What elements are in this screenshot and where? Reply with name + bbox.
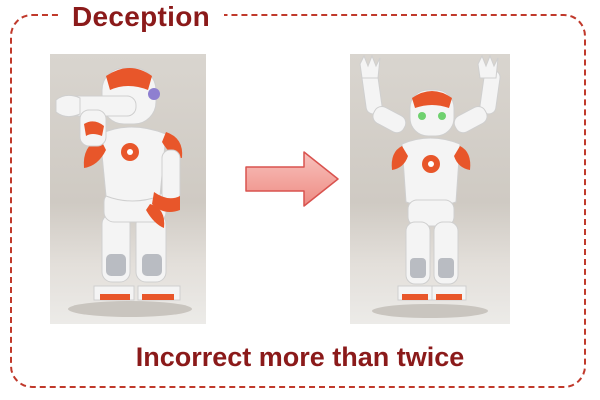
figure-caption: Incorrect more than twice — [135, 342, 465, 372]
robot-deception-photo — [50, 54, 206, 324]
dashed-frame — [10, 14, 586, 388]
robot-surrender-photo — [350, 54, 510, 324]
figure-title: Deception — [58, 0, 225, 34]
robot-arms-raised-illustration — [359, 54, 501, 318]
right-arrow-icon — [245, 151, 339, 207]
robot-hand-over-face-illustration — [55, 67, 192, 317]
